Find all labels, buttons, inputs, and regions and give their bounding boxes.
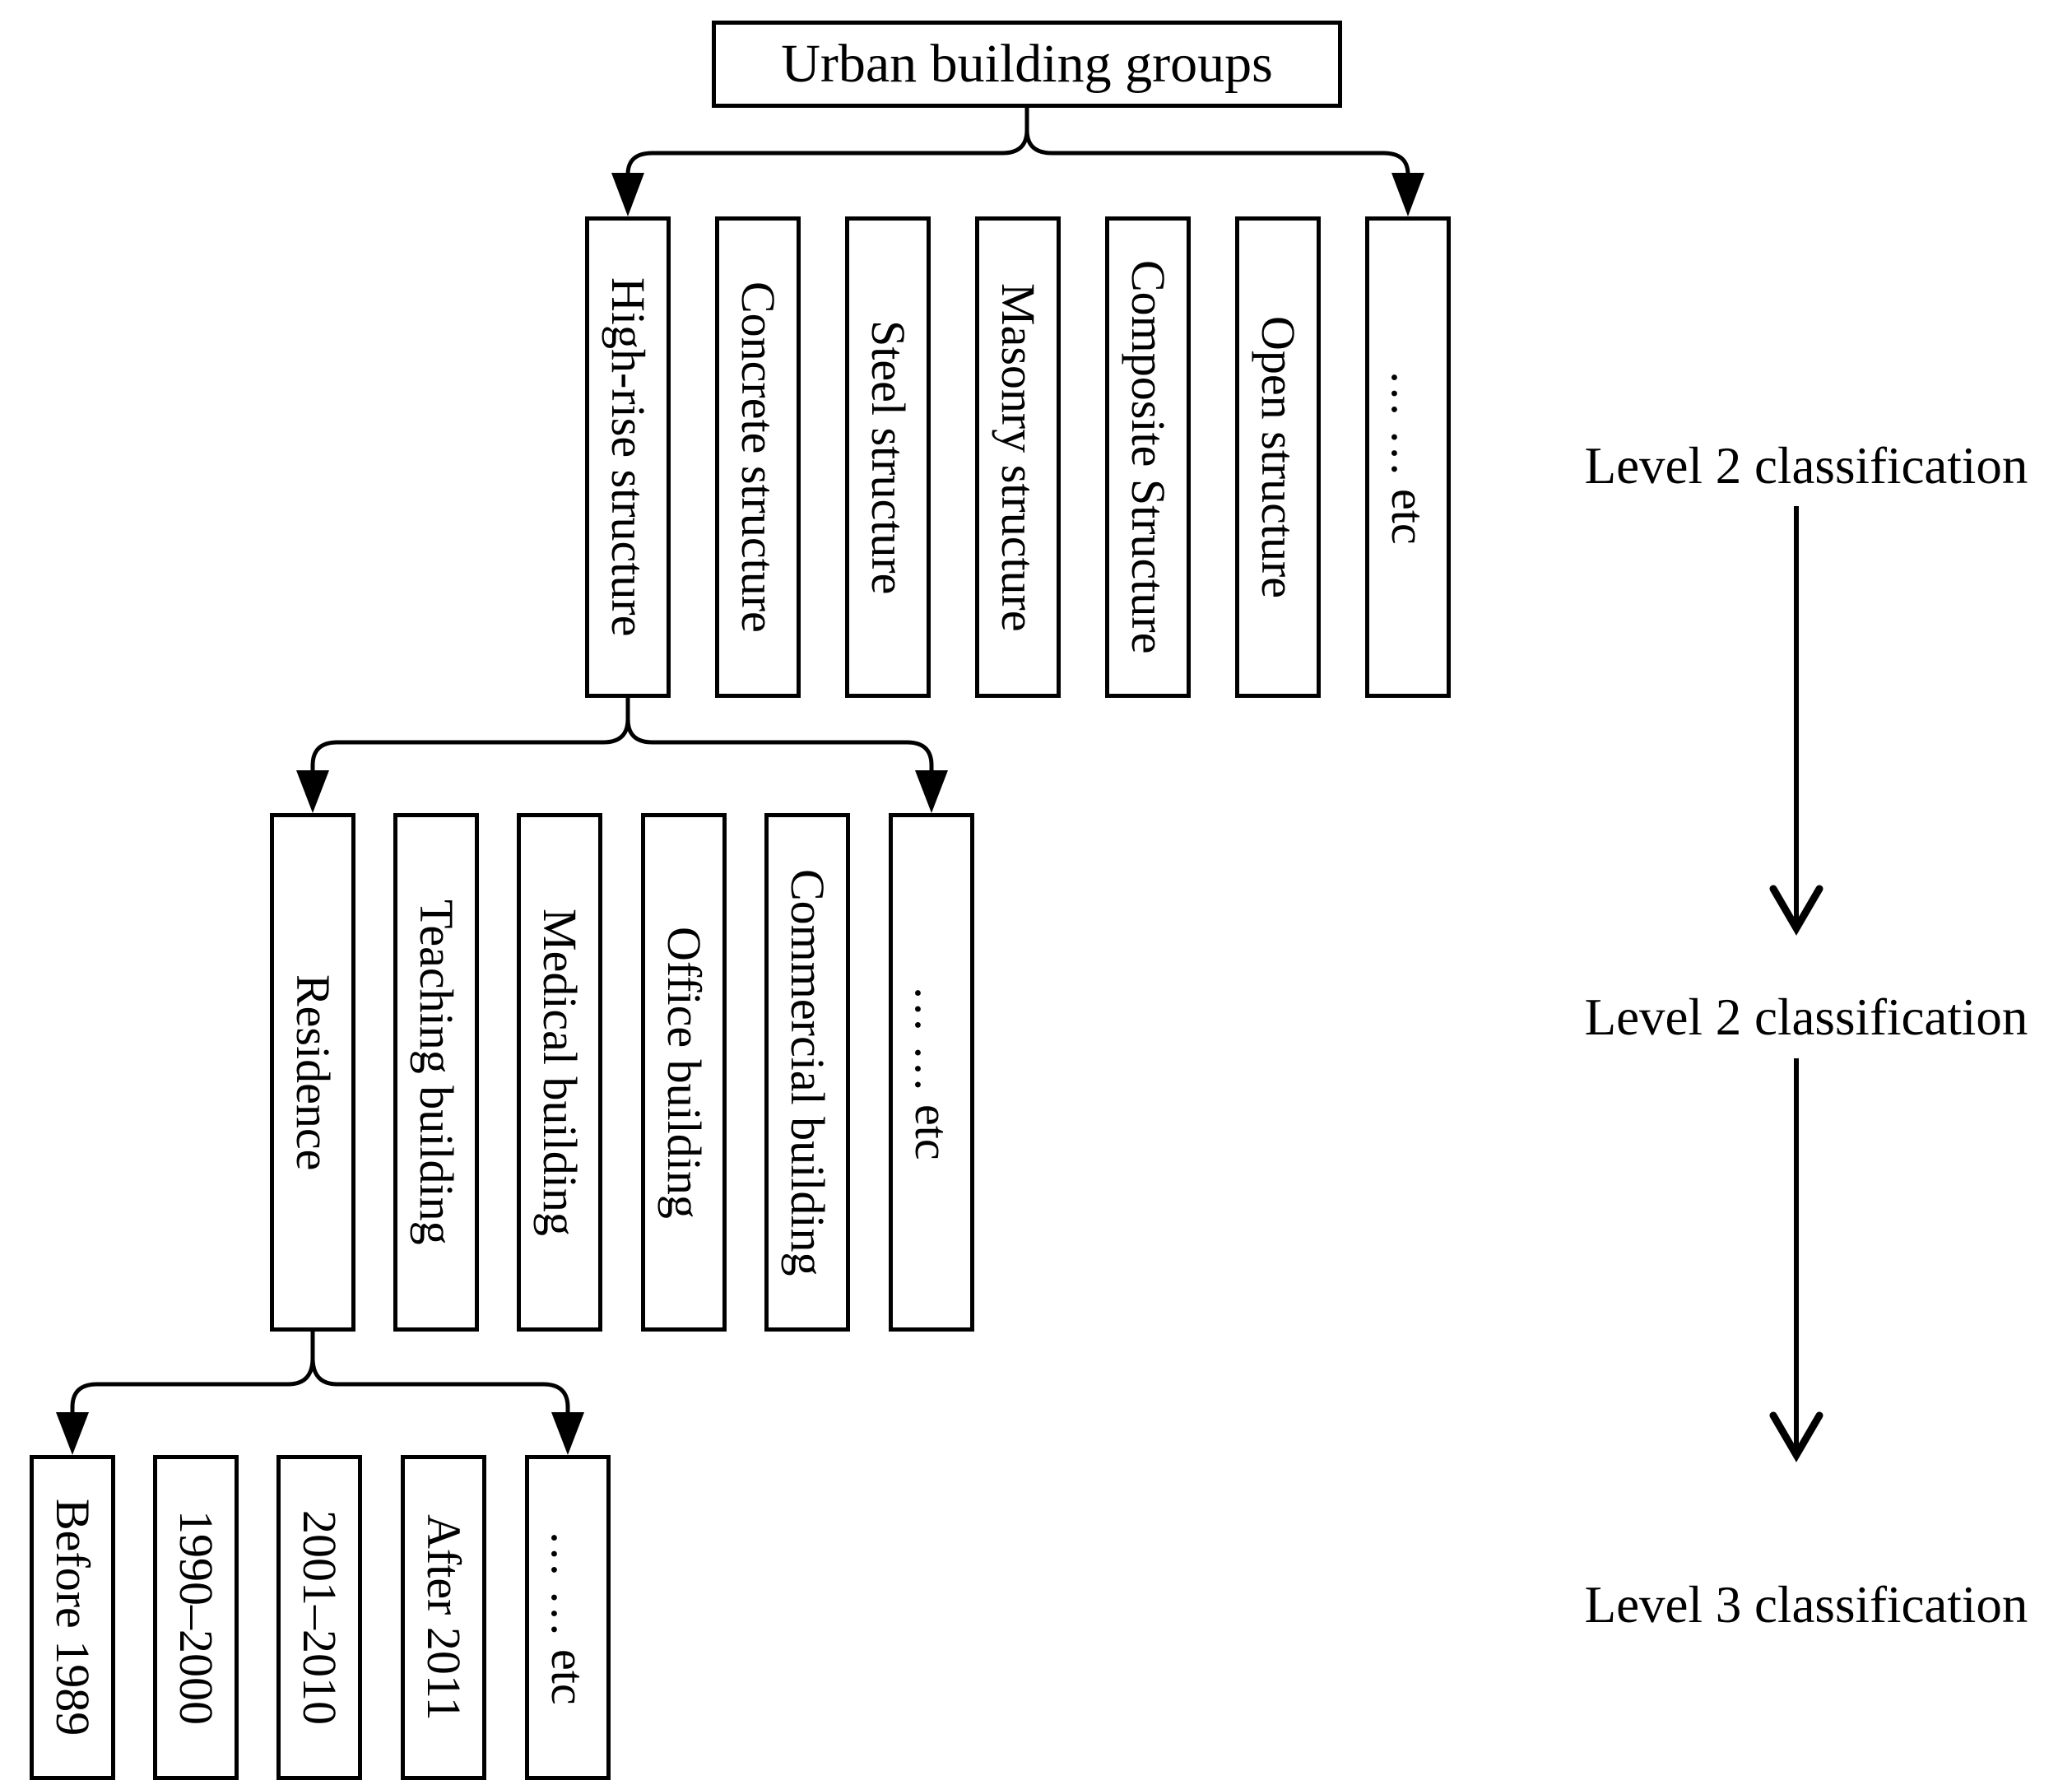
node-masonry-structure: Masonry structure	[975, 216, 1061, 698]
node-teaching-building: Teaching building	[393, 813, 479, 1332]
connector-l3-left	[70, 1357, 315, 1414]
node-label: After 2011	[417, 1514, 471, 1721]
node-open-structure: Open structure	[1235, 216, 1321, 698]
node-label: Before 1989	[46, 1499, 100, 1736]
node-label: Open structure	[1252, 315, 1305, 599]
node-steel-structure: Steel structure	[845, 216, 931, 698]
node-structure-etc: … … etc	[1365, 216, 1451, 698]
node-period-etc: … … etc	[525, 1455, 611, 1780]
connector-l2-left	[310, 718, 630, 772]
node-after-2011: After 2011	[401, 1455, 486, 1780]
side-label-level-2-classification: Level 2 classification	[1584, 988, 2028, 1046]
side-label-level-2-classification: Level 2 classification	[1584, 437, 2028, 495]
arrowhead-icon	[56, 1412, 89, 1455]
arrowhead-icon	[551, 1412, 584, 1455]
node-high-rise-structure: High-rise structure	[585, 216, 671, 698]
node-office-building: Office building	[641, 813, 727, 1332]
node-commercial-building: Commercial building	[764, 813, 850, 1332]
node-label: … … etc	[541, 1530, 595, 1705]
node-label: Urban building groups	[781, 34, 1273, 94]
connector-root-left	[625, 129, 1029, 175]
node-label: 1990–2000	[170, 1510, 223, 1725]
node-label: Composite Structure	[1122, 260, 1175, 654]
node-before-1989: Before 1989	[30, 1455, 115, 1780]
node-concrete-structure: Concrete structure	[715, 216, 801, 698]
node-label: 2001–2010	[293, 1510, 346, 1725]
connector-l2-right	[625, 718, 934, 772]
node-label: Residence	[286, 974, 340, 1171]
arrowhead-icon	[611, 173, 644, 216]
node-medical-building: Medical building	[517, 813, 602, 1332]
side-label-level-3-classification: Level 3 classification	[1584, 1576, 2028, 1634]
node-2001-2010: 2001–2010	[276, 1455, 362, 1780]
node-residence: Residence	[270, 813, 355, 1332]
node-label: … … etc	[1382, 370, 1435, 545]
arrowhead-icon	[296, 770, 329, 813]
node-label: … … etc	[905, 984, 959, 1160]
node-label: Medical building	[533, 909, 587, 1236]
node-label: Steel structure	[862, 319, 915, 595]
node-label: Concrete structure	[732, 281, 785, 633]
node-label: High-rise structure	[602, 277, 655, 637]
side-arrow-chevron-2	[1769, 1411, 1823, 1462]
arrowhead-icon	[1391, 173, 1424, 216]
node-label: Masonry structure	[992, 282, 1045, 632]
side-arrow-chevron-1	[1769, 885, 1823, 936]
node-label: Office building	[657, 926, 711, 1219]
connector-root-right	[1024, 129, 1410, 175]
connector-l3-right	[310, 1357, 570, 1414]
node-building-etc: … … etc	[889, 813, 974, 1332]
node-1990-2000: 1990–2000	[153, 1455, 239, 1780]
node-composite-structure: Composite Structure	[1105, 216, 1191, 698]
arrowhead-icon	[915, 770, 948, 813]
node-label: Teaching building	[410, 899, 463, 1245]
node-urban-building-groups: Urban building groups	[712, 21, 1342, 108]
node-label: Commercial building	[781, 868, 834, 1276]
